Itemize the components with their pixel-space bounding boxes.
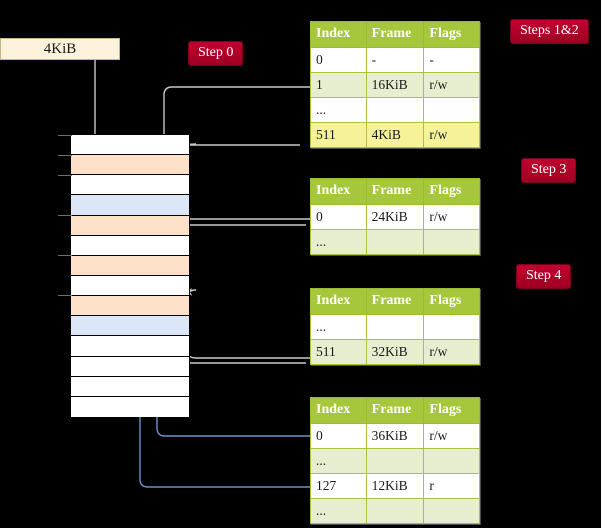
cell-index: 511 [310, 339, 367, 365]
cell-flags [423, 314, 480, 340]
cell-frame: 16KiB [365, 72, 425, 98]
cell-index: ... [310, 314, 367, 340]
cell-index: ... [310, 97, 367, 123]
cell-index: ... [310, 498, 367, 524]
column-header-frame: Frame [365, 397, 425, 424]
cell-frame [365, 448, 425, 474]
column-header-index: Index [310, 288, 367, 315]
memory-frame-row [71, 396, 189, 417]
column-header-flags: Flags [423, 178, 480, 205]
memory-frame-row [71, 215, 189, 236]
memory-frame-row [71, 235, 189, 256]
column-header-flags: Flags [423, 288, 480, 315]
column-header-index: Index [310, 397, 367, 424]
memory-frame-row [71, 155, 189, 176]
badge-step-3: Step 3 [521, 158, 577, 183]
cell-flags [423, 97, 480, 123]
cell-flags: - [423, 47, 480, 73]
column-header-flags: Flags [423, 397, 480, 424]
memory-tick-0 [58, 135, 72, 136]
memory-frame-row [71, 296, 189, 317]
memory-tick-5 [58, 295, 72, 296]
memory-tick-2 [58, 175, 72, 176]
cell-frame: 36KiB [365, 423, 425, 449]
column-header-frame: Frame [365, 21, 425, 48]
cell-frame [365, 498, 425, 524]
cell-index: 0 [310, 47, 367, 73]
badge-steps-1-2-label: Steps 1&2 [520, 23, 579, 38]
badge-step-4: Step 4 [516, 264, 572, 289]
memory-frame-row [71, 135, 189, 156]
physical-memory-column [70, 134, 190, 417]
memory-frame-row [71, 316, 189, 337]
column-header-frame: Frame [365, 288, 425, 315]
cell-index: ... [310, 229, 367, 255]
cell-frame: 32KiB [365, 339, 425, 365]
cell-index: ... [310, 448, 367, 474]
cell-flags: r/w [423, 204, 480, 230]
cell-frame: 12KiB [365, 473, 425, 499]
cell-flags: r/w [423, 122, 480, 148]
memory-frame-row [71, 275, 189, 297]
memory-tick-3 [58, 215, 72, 216]
cell-flags: r/w [423, 339, 480, 365]
badge-steps-1-2: Steps 1&2 [510, 19, 589, 44]
cell-index: 0 [310, 423, 367, 449]
memory-frame-row [71, 376, 189, 397]
table-row: ... [310, 314, 480, 340]
column-header-index: Index [310, 178, 367, 205]
badge-step-3-label: Step 3 [531, 162, 567, 177]
cell-frame: - [365, 47, 425, 73]
cell-flags [423, 448, 480, 474]
cell-flags: r/w [423, 423, 480, 449]
memory-frame-row [71, 356, 189, 377]
cell-index: 511 [310, 122, 367, 148]
cell-frame: 4KiB [365, 122, 425, 148]
cell-flags [423, 498, 480, 524]
cell-frame [365, 97, 425, 123]
badge-step-0: Step 0 [188, 41, 244, 66]
memory-frame-row [71, 336, 189, 357]
cell-flags [423, 229, 480, 255]
table-row: ... [310, 498, 480, 524]
cell-flags: r/w [423, 72, 480, 98]
cell-index: 0 [310, 204, 367, 230]
memory-tick-1 [58, 155, 72, 156]
badge-step-0-label: Step 0 [198, 45, 234, 60]
table-row: ... [310, 97, 480, 123]
cell-flags: r [423, 473, 480, 499]
table-row: ... [310, 229, 480, 255]
cell-frame: 24KiB [365, 204, 425, 230]
memory-frame-row [71, 195, 189, 216]
memory-frame-row [71, 255, 189, 276]
cell-index: 1 [310, 72, 367, 98]
source-frame-box: 4KiB [0, 38, 120, 60]
table-row: 0-- [310, 47, 480, 73]
cell-frame [365, 229, 425, 255]
cell-frame [365, 314, 425, 340]
column-header-flags: Flags [423, 21, 480, 48]
table-row: ... [310, 448, 480, 474]
source-frame-label: 4KiB [43, 40, 77, 57]
memory-frame-row [71, 175, 189, 196]
column-header-frame: Frame [365, 178, 425, 205]
memory-tick-4 [58, 255, 72, 256]
cell-index: 127 [310, 473, 367, 499]
badge-step-4-label: Step 4 [526, 268, 562, 283]
column-header-index: Index [310, 21, 367, 48]
